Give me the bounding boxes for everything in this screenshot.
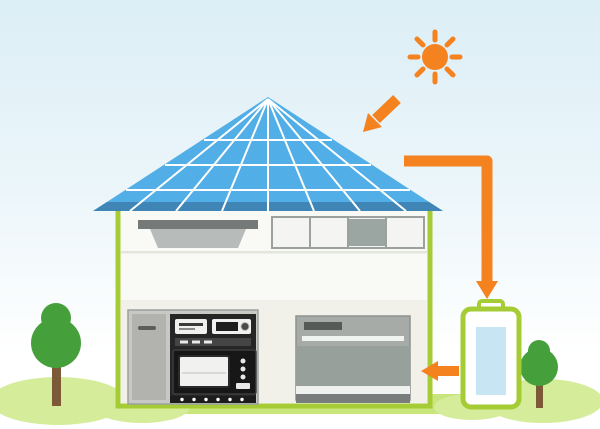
display-left	[175, 319, 207, 334]
button-dot	[216, 397, 220, 402]
microwave-button	[240, 374, 246, 380]
arrow-head	[476, 281, 498, 299]
hood-duct	[138, 220, 258, 229]
dishwasher-kickplate	[296, 386, 410, 394]
microwave-oven	[172, 349, 257, 395]
solar-panel-grid	[126, 98, 410, 212]
arrow-shaft	[372, 95, 401, 123]
arrow-shaft	[404, 155, 493, 282]
window-pane-open	[348, 219, 386, 246]
sun-ray	[444, 66, 456, 78]
control-panel	[175, 319, 251, 334]
microwave-shelf	[182, 372, 226, 374]
button-dot	[228, 397, 232, 402]
button	[192, 340, 200, 344]
tree-left	[31, 303, 81, 406]
button-strip	[175, 338, 251, 346]
sun-rays	[407, 29, 463, 85]
panel-grid-rows	[126, 139, 410, 191]
bush	[0, 377, 126, 425]
range-hood	[138, 220, 258, 248]
display-screen	[216, 322, 238, 331]
kitchen-appliance-unit	[127, 309, 259, 405]
battery-charge-level	[476, 327, 506, 395]
window-mullions	[309, 217, 387, 248]
tree-trunk	[52, 352, 61, 406]
dishwasher-slot	[302, 336, 404, 341]
sun-ray	[414, 36, 426, 48]
arrow-roof-to-battery	[404, 155, 498, 299]
tree-trunk	[536, 384, 543, 408]
lower-buttons	[180, 397, 244, 402]
button-dot	[204, 397, 208, 402]
solar-panel-roof	[93, 97, 443, 212]
arrow-battery-to-appliances	[421, 361, 459, 381]
dishwasher-base	[296, 394, 410, 403]
lower-button-strip	[170, 396, 256, 403]
sun-ray	[444, 36, 456, 48]
sun-core	[422, 44, 448, 70]
display-text-line	[179, 328, 195, 330]
dishwasher	[295, 315, 411, 403]
dishwasher-door	[296, 346, 410, 386]
microwave-button	[240, 358, 246, 364]
microwave-button	[240, 366, 246, 372]
two-story-house	[115, 205, 433, 409]
button	[180, 340, 188, 344]
storage-battery	[460, 299, 522, 410]
panel-grid-radials	[129, 98, 407, 212]
microwave-keypad	[236, 383, 250, 389]
display-text-line	[179, 323, 203, 326]
button-dot	[180, 397, 184, 402]
second-floor-windows	[271, 216, 425, 249]
button-dot	[240, 397, 244, 402]
button-dot	[192, 397, 196, 402]
sun-ray	[414, 66, 426, 78]
floor-divider	[121, 251, 427, 254]
button	[204, 340, 212, 344]
hood-canopy	[150, 229, 246, 248]
sun-icon	[407, 29, 463, 85]
tree-foliage	[520, 348, 558, 386]
tree-foliage	[31, 318, 81, 368]
microwave-window	[178, 355, 230, 388]
tree-right	[520, 340, 558, 408]
cabinet-handle	[138, 326, 156, 330]
arrow-head	[421, 361, 438, 381]
dishwasher-handle	[304, 322, 342, 330]
control-knob	[240, 322, 250, 331]
arrow-sun-to-roof	[363, 95, 401, 132]
arrow-head	[363, 113, 382, 132]
